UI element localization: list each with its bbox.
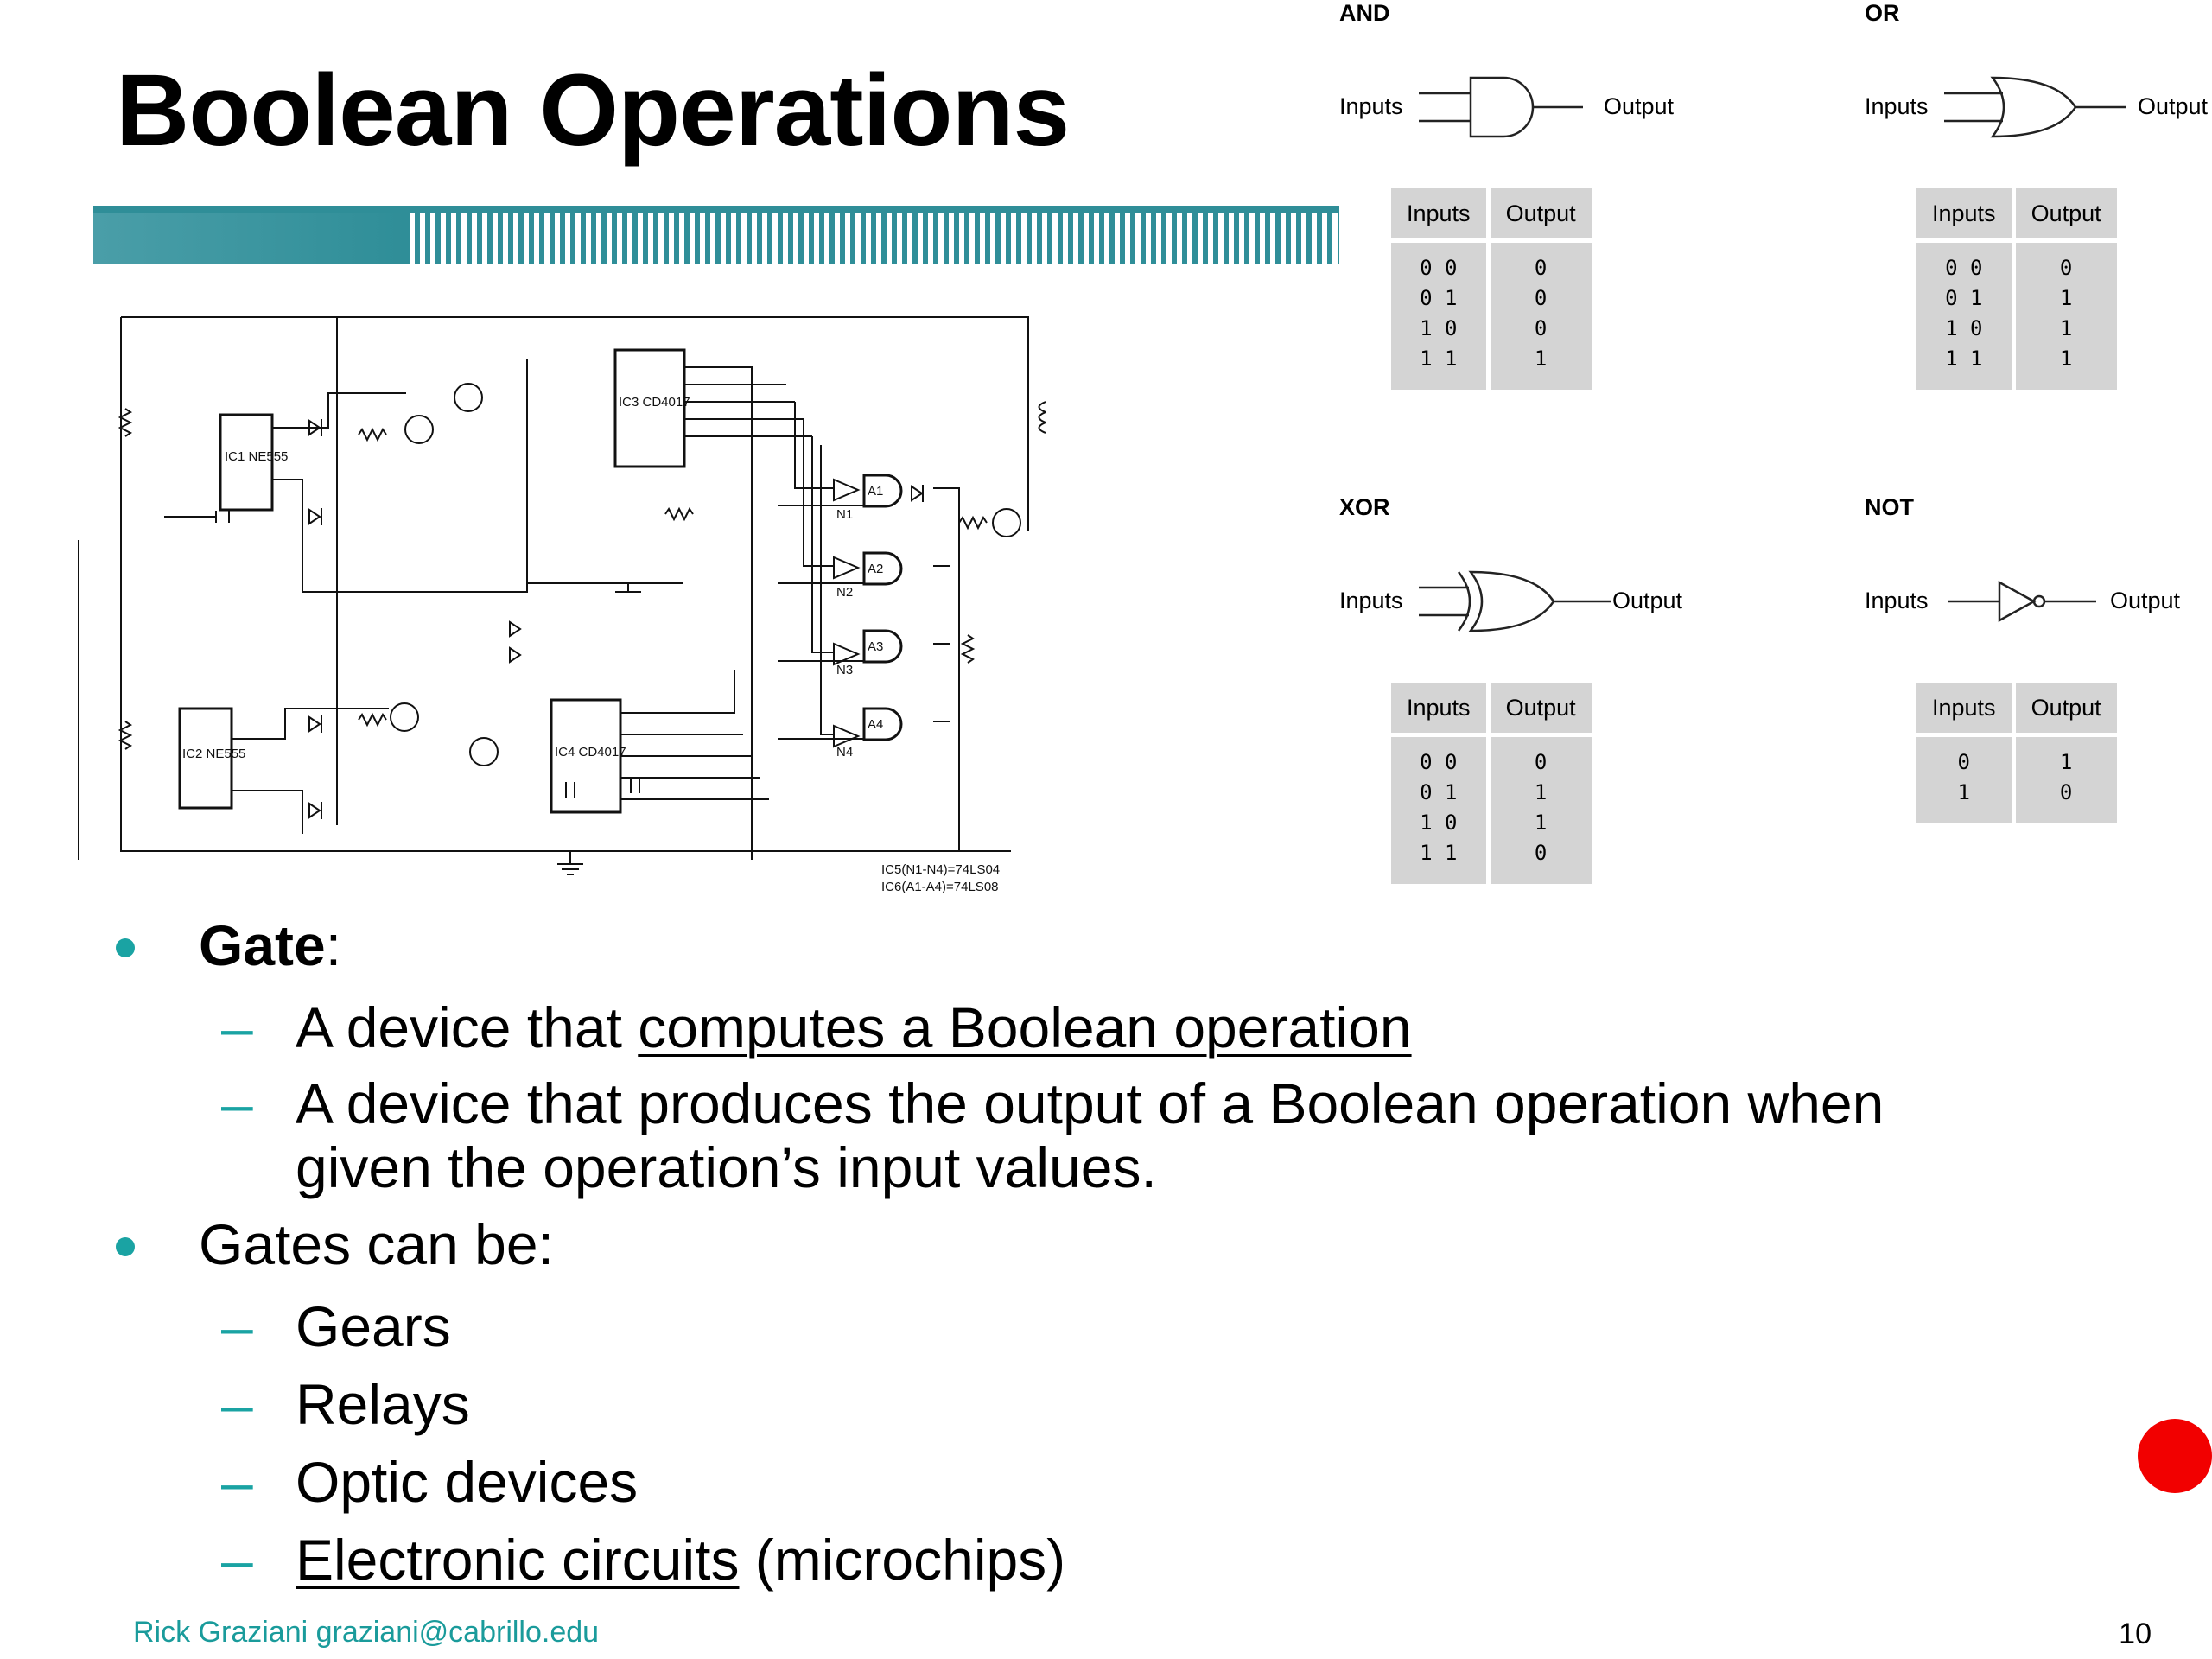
sub-bullet-dash: –	[221, 1372, 253, 1436]
slide-title: Boolean Operations	[116, 54, 1070, 168]
or-gate-block: OR Inputs Output Inputs Output 0 0 0 1 1…	[1865, 0, 2212, 493]
sub-bullet-produces: – A device that produces the output of a…	[116, 1071, 2103, 1199]
bullet-dot	[116, 938, 135, 957]
ic1-label: IC1 NE555	[225, 449, 288, 464]
xor-truth-table: Inputs Output 0 0 0 1 1 0 1 1 0 1 1 0	[1387, 678, 1596, 888]
xor-input-values: 0 0 0 1 1 0 1 1	[1391, 737, 1486, 884]
bullet-dot	[116, 1237, 135, 1256]
not-output-label: Output	[2110, 588, 2181, 613]
bullet-gate: Gate:	[116, 907, 2103, 983]
sub-bullet-electronic: – Electronic circuits (microchips)	[116, 1526, 2103, 1593]
gate-label-a3: A3	[868, 639, 883, 654]
sub-bullet-electronic-underlined: Electronic circuits	[296, 1528, 740, 1592]
sub-bullet-computes: – A device that computes a Boolean opera…	[116, 994, 2103, 1061]
sub-bullet-produces-line1: A device that produces the output of a B…	[296, 1071, 1885, 1135]
not-gate-title: NOT	[1865, 494, 1914, 520]
sub-bullet-computes-underlined: computes a Boolean operation	[638, 995, 1412, 1059]
and-gate-block: AND Inputs Output Inputs Output 0 0 0 1 …	[1339, 0, 1840, 493]
xor-gate-icon	[1419, 570, 1611, 632]
sub-bullet-electronic-post: (microchips)	[739, 1528, 1066, 1592]
xor-output-values: 0 1 1 0	[1490, 737, 1592, 884]
sub-bullet-optic-text: Optic devices	[296, 1450, 639, 1514]
sub-bullet-dash: –	[221, 1450, 253, 1514]
sub-bullet-gears-text: Gears	[296, 1294, 451, 1358]
gate-label-n2: N2	[836, 585, 853, 600]
sub-bullet-dash: –	[221, 1528, 253, 1592]
sub-bullet-optic: – Optic devices	[116, 1448, 2103, 1516]
title-banner	[93, 206, 1339, 264]
xor-gate-title: XOR	[1339, 494, 1390, 520]
and-output-label: Output	[1604, 93, 1675, 119]
not-inputs-header: Inputs	[1916, 683, 2012, 733]
or-inputs-header: Inputs	[1916, 188, 2012, 238]
or-output-label: Output	[2138, 93, 2209, 119]
red-marker-dot	[2138, 1419, 2212, 1493]
xor-gate-block: XOR Inputs Output Inputs Output 0 0 0 1 …	[1339, 494, 1840, 987]
schematic-footnote-1: IC5(N1-N4)=74LS04	[881, 862, 1000, 877]
xor-inputs-label: Inputs	[1339, 588, 1403, 613]
not-gate-icon	[1948, 580, 2096, 623]
gate-label-a1: A1	[868, 484, 883, 499]
and-gate-icon	[1419, 76, 1583, 138]
and-inputs-label: Inputs	[1339, 93, 1403, 119]
or-output-header: Output	[2015, 188, 2117, 238]
not-input-values: 0 1	[1916, 737, 2012, 823]
sub-bullet-computes-pre: A device that	[296, 995, 639, 1059]
sub-bullet-dash: –	[221, 1071, 253, 1135]
and-gate-title: AND	[1339, 0, 1390, 26]
gate-label-n4: N4	[836, 745, 853, 760]
bullet-list: Gate: – A device that computes a Boolean…	[116, 907, 2103, 1593]
schematic-footnote-2: IC6(A1-A4)=74LS08	[881, 880, 999, 894]
or-gate-icon	[1944, 76, 2126, 138]
bullet-gate-colon: :	[325, 913, 342, 977]
sub-bullet-relays: – Relays	[116, 1370, 2103, 1438]
or-inputs-label: Inputs	[1865, 93, 1929, 119]
sub-bullet-relays-text: Relays	[296, 1372, 470, 1436]
sub-bullet-dash: –	[221, 1294, 253, 1358]
and-output-values: 0 0 0 1	[1490, 243, 1592, 390]
and-truth-table: Inputs Output 0 0 0 1 1 0 1 1 0 0 0 1	[1387, 184, 1596, 394]
sub-bullet-produces-line2: given the operation’s input values.	[296, 1135, 1157, 1199]
or-input-values: 0 0 0 1 1 0 1 1	[1916, 243, 2012, 390]
sub-bullet-gears: – Gears	[116, 1293, 2103, 1360]
or-gate-title: OR	[1865, 0, 1900, 26]
ic3-label: IC3 CD4017	[619, 395, 690, 410]
xor-output-label: Output	[1612, 588, 1683, 613]
or-output-values: 0 1 1 1	[2015, 243, 2117, 390]
bullet-gate-term: Gate	[199, 913, 326, 977]
and-inputs-header: Inputs	[1391, 188, 1486, 238]
gate-label-a4: A4	[868, 717, 883, 732]
ic4-label: IC4 CD4017	[555, 745, 626, 760]
not-gate-block: NOT Inputs Output Inputs Output 0 1 1 0	[1865, 494, 2212, 987]
and-output-header: Output	[1490, 188, 1592, 238]
not-inputs-label: Inputs	[1865, 588, 1929, 613]
not-output-header: Output	[2015, 683, 2117, 733]
and-input-values: 0 0 0 1 1 0 1 1	[1391, 243, 1486, 390]
not-truth-table: Inputs Output 0 1 1 0	[1912, 678, 2121, 828]
gate-label-a2: A2	[868, 562, 883, 576]
gate-label-n1: N1	[836, 507, 853, 522]
footer-author: Rick Graziani graziani@cabrillo.edu	[133, 1616, 600, 1649]
bullet-gates-can-be-text: Gates can be:	[199, 1212, 554, 1276]
xor-output-header: Output	[1490, 683, 1592, 733]
or-truth-table: Inputs Output 0 0 0 1 1 0 1 1 0 1 1 1	[1912, 184, 2121, 394]
gate-label-n3: N3	[836, 663, 853, 677]
sub-bullet-dash: –	[221, 995, 253, 1059]
page-number: 10	[2119, 1618, 2152, 1650]
xor-inputs-header: Inputs	[1391, 683, 1486, 733]
circuit-schematic: IC1 NE555 IC2 NE555 IC3 CD4017 IC4 CD401…	[78, 316, 1046, 894]
not-output-values: 1 0	[2015, 737, 2117, 823]
bullet-gates-can-be: Gates can be:	[116, 1206, 2103, 1282]
ic2-label: IC2 NE555	[182, 747, 245, 761]
